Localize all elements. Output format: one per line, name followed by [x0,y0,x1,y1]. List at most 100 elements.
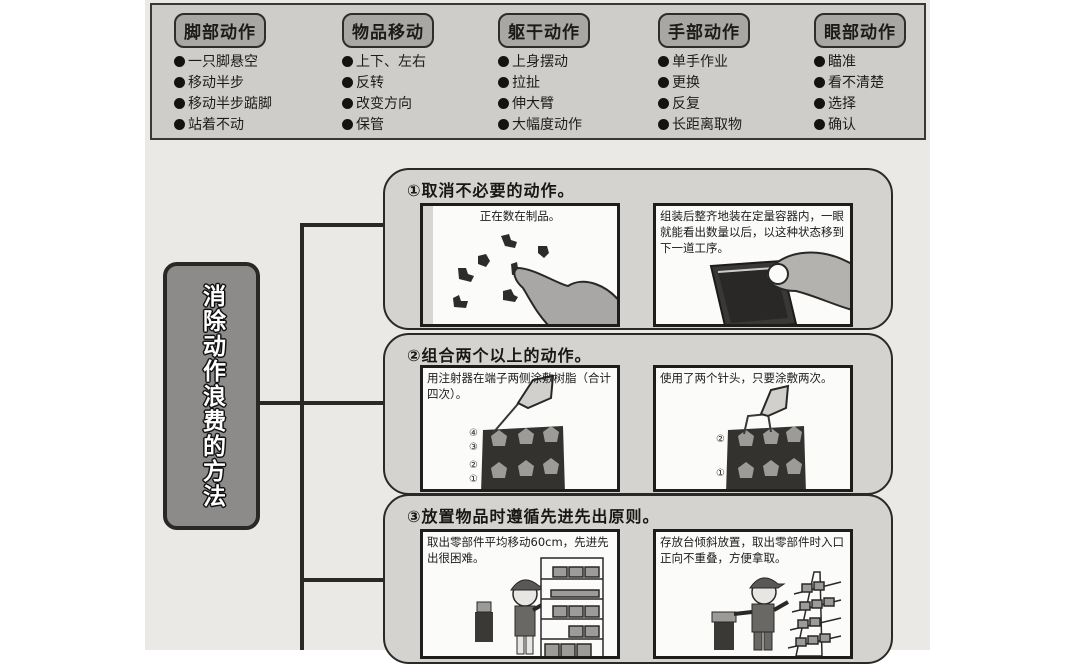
part [453,295,468,308]
terminal-pins [491,426,559,478]
category-item: 瞄准 [814,52,964,73]
method-title: ①取消不必要的动作。 [407,181,575,200]
hand [764,251,850,311]
category-title: 手部动作 [658,13,750,48]
method-3-box: ③放置物品时遵循先进先出原则。 [383,494,893,664]
category-title: 物品移动 [342,13,434,48]
marker: ① [716,468,725,479]
category-item: 改变方向 [342,94,492,115]
panel-shade [423,206,433,324]
bullet-icon [658,98,669,109]
part [501,234,517,248]
marker: ② [469,460,478,471]
category-torso: 躯干动作 上身摆动 拉扯 伸大臂 大幅度动作 [498,13,648,136]
hand-counting-parts-illustration [423,206,617,324]
illustration-panel: 正在数在制品。 [420,203,620,327]
category-item: 大幅度动作 [498,115,648,136]
step-markers: ② ① [716,434,725,479]
bullet-icon [814,56,825,67]
category-item: 看不清楚 [814,73,964,94]
bullet-icon [498,119,509,130]
bullet-icon [498,56,509,67]
method-title: ②组合两个以上的动作。 [407,346,592,365]
bullet-icon [342,98,353,109]
category-item: 上下、左右 [342,52,492,73]
bullet-icon [342,56,353,67]
bullet-icon [658,119,669,130]
worker-inclined-rack-illustration [711,571,842,656]
marker: ③ [469,442,478,453]
category-item: 一只脚悬空 [174,52,324,73]
bullet-icon [658,56,669,67]
category-item: 保管 [342,115,492,136]
tray-rim [717,267,775,273]
category-title: 眼部动作 [814,13,906,48]
method-2-box: ②组合两个以上的动作。 ④ ③ ② ① 用注射器在端子两侧涂敷树脂（合计四次）。 [383,333,893,495]
hand-holding-tray-illustration [709,251,850,324]
category-item: 移动半步踮脚 [174,94,324,115]
category-object-move: 物品移动 上下、左右 反转 改变方向 保管 [342,13,492,136]
single-syringe-terminal-illustration: ④ ③ ② ① [469,374,565,489]
illustration-panel: 存放台倾斜放置，取出零部件时入口正向不重叠，方便拿取。 [653,529,853,659]
scattered-parts [453,234,549,308]
category-title: 脚部动作 [174,13,266,48]
bin [711,611,737,650]
panel-caption: 存放台倾斜放置，取出零部件时入口正向不重叠，方便拿取。 [660,535,844,565]
category-hand: 手部动作 单手作业 更换 反复 长距离取物 [658,13,808,136]
hand [513,266,617,324]
category-title: 躯干动作 [498,13,590,48]
part [538,246,549,258]
syringe [759,384,790,418]
connector-branch-3 [300,578,385,582]
method-title: ③放置物品时遵循先进先出原则。 [407,507,660,526]
category-item: 选择 [814,94,964,115]
inclined-rack [787,571,842,656]
illustration-panel: 取出零部件平均移动60cm，先进先出很困难。 [420,529,620,659]
illustration-panel: ② ① 使用了两个针头，只要涂敷两次。 [653,365,853,492]
marker: ① [469,474,478,485]
category-item: 站着不动 [174,115,324,136]
category-item: 长距离取物 [658,115,808,136]
connector-spine [300,223,304,650]
bullet-icon [174,56,185,67]
panel-caption: 用注射器在端子两侧涂敷树脂（合计四次）。 [427,371,611,401]
main-title-box: 消除动作浪费的方法 [163,262,260,530]
category-foot: 脚部动作 一只脚悬空 移动半步 移动半步踮脚 站着不动 [174,13,324,136]
step-markers: ④ ③ ② ① [469,428,478,485]
part [503,289,518,302]
connector-branch-1 [300,223,385,227]
method-1-box: ①取消不必要的动作。 正在数在制品。 组装后整齐地装在定量容器内，一眼就能 [383,168,893,330]
part [458,268,474,282]
double-needle [743,412,772,435]
connector-branch-2 [300,401,385,405]
main-title: 消除动作浪费的方法 [198,283,225,509]
panel-caption: 正在数在制品。 [479,209,561,223]
bullet-icon [814,119,825,130]
terminal-pins [738,426,802,478]
category-item: 更换 [658,73,808,94]
bullet-icon [814,77,825,88]
illustration-panel: ④ ③ ② ① 用注射器在端子两侧涂敷树脂（合计四次）。 [420,365,620,492]
category-item: 确认 [814,115,964,136]
part [478,254,490,267]
bullet-icon [342,77,353,88]
bullet-icon [498,98,509,109]
category-item: 反转 [342,73,492,94]
syringe [516,374,555,410]
worker [733,577,789,651]
category-item: 单手作业 [658,52,808,73]
bullet-icon [174,77,185,88]
worker [510,579,548,655]
category-item: 上身摆动 [498,52,648,73]
bullet-icon [174,119,185,130]
flat-shelf [540,557,604,656]
bullet-icon [814,98,825,109]
bin [475,601,493,642]
panel-caption: 组装后整齐地装在定量容器内，一眼就能看出数量以后，以这种状态移到下一道工序。 [660,209,844,255]
marker: ④ [469,428,478,439]
category-item: 拉扯 [498,73,648,94]
thumb [767,263,789,285]
category-eye: 眼部动作 瞄准 看不清楚 选择 确认 [814,13,964,136]
double-needle-terminal-illustration: ② ① [716,384,806,489]
panel-caption: 使用了两个针头，只要涂敷两次。 [660,371,833,385]
